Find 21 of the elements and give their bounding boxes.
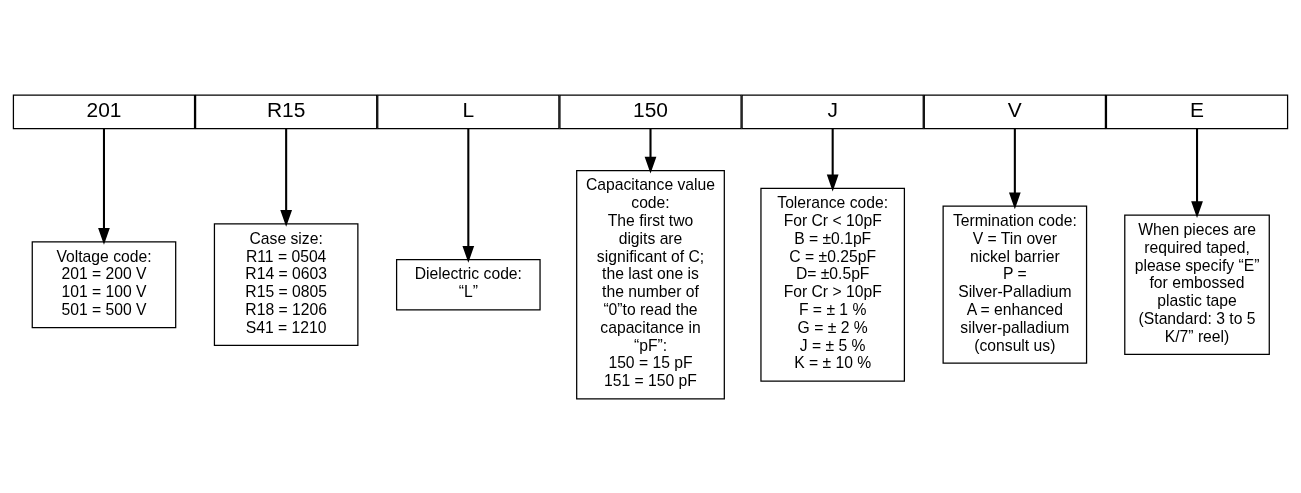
- node-box: V: [923, 94, 1107, 129]
- node-box: E: [1105, 94, 1289, 129]
- arrow: [1191, 128, 1203, 218]
- node-box: Dielectric code: “L”: [396, 258, 541, 310]
- node-box: 150: [559, 94, 742, 129]
- node-box: Case size: R11 = 0504 R14 = 0603 R15 = 0805 R18 = 1206 S41 = 1210: [213, 222, 359, 346]
- arrow: [462, 128, 475, 263]
- node-box: Capacitance value code: The first two digits are significant of C; the last one is the number of “0”to read the capacitance in “pF”: 150 = 15 pF 151 = 150 pF: [576, 169, 725, 399]
- arrow: [1008, 128, 1021, 209]
- node-box: L: [377, 94, 560, 129]
- arrow: [644, 128, 657, 174]
- arrow: [826, 128, 839, 191]
- node-box: 201: [12, 94, 196, 129]
- node-box: Termination code: V = Tin over nickel barrier P = Silver-Palladium A = enhanced silver-palladium (consult us): [942, 205, 1088, 364]
- node-box: J: [741, 94, 924, 129]
- arrow: [98, 128, 110, 245]
- arrow: [280, 128, 293, 227]
- node-box: Voltage code: 201 = 200 V 101 = 100 V 501 = 500 V: [31, 240, 177, 328]
- node-box: R15: [194, 94, 378, 129]
- node-box: Tolerance code: For Cr < 10pF B = ±0.1pF C = ±0.25pF D= ±0.5pF For Cr > 10pF F = ± 1 % G = ± 2 % J = ± 5 % K = ± 10 %: [760, 187, 905, 382]
- node-box: When pieces are required taped, please specify “E” for embossed plastic tape (Standard: 3 to 5 K/7” reel): [1124, 213, 1270, 355]
